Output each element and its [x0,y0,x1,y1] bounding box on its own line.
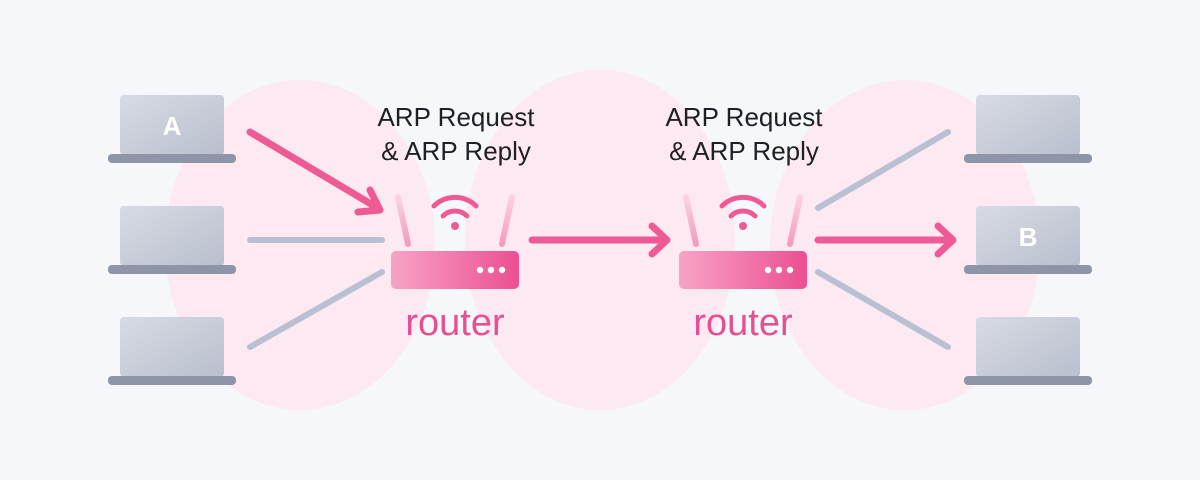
arp-caption-right-line1: ARP Request [665,102,823,132]
link-right-bottom [815,269,951,350]
wifi-icon [719,194,767,230]
router-right-icon [679,194,807,289]
link-left-bottom [247,269,385,350]
laptop-icon [108,95,236,163]
laptop-icon [964,95,1092,163]
wifi-icon [431,194,479,230]
host-a-label: A [162,111,182,141]
router-left-icon [391,194,519,289]
laptop-icon [108,317,236,385]
laptop-icon [964,206,1092,274]
arp-caption-left-line1: ARP Request [377,102,535,132]
laptop-icon [964,317,1092,385]
link-right-top [815,129,951,211]
laptop-icon [108,206,236,274]
laptops [108,95,1092,385]
arp-caption-right-line2: & ARP Reply [669,136,819,166]
router-left-label: router [405,302,505,344]
arrow-a-to-router [246,128,384,216]
connections [246,128,957,350]
router-right-label: router [693,302,793,344]
arp-caption-right: ARP Request & ARP Reply [634,100,854,168]
arrow-router-to-b [814,222,957,258]
arp-caption-left: ARP Request & ARP Reply [346,100,566,168]
arp-caption-left-line2: & ARP Reply [381,136,531,166]
host-b-label: B [1018,222,1038,252]
arrow-router-to-router [528,222,671,258]
